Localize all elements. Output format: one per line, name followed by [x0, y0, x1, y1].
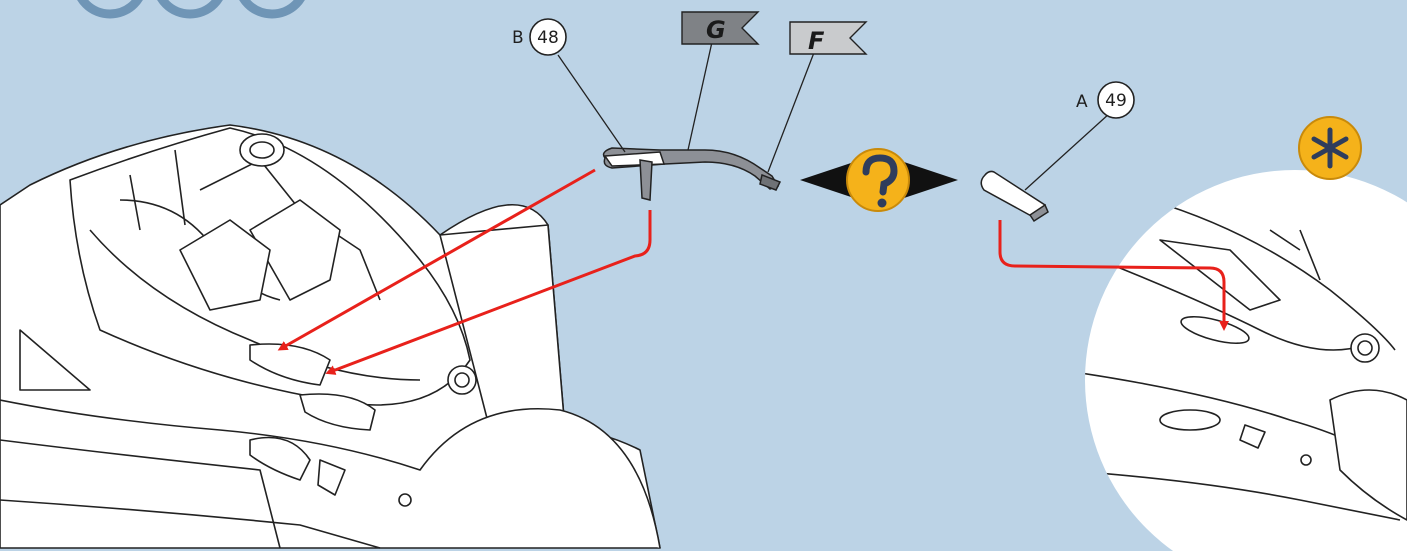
callout-number-49: 49	[1105, 91, 1127, 111]
callout-b48: B 48	[512, 19, 566, 55]
flag-g: G	[682, 12, 758, 44]
flag-g-label: G	[706, 16, 726, 44]
flag-f-label: F	[808, 27, 825, 55]
callout-letter-a: A	[1076, 92, 1088, 112]
question-mark-icon	[847, 149, 909, 211]
part-b48	[604, 148, 780, 200]
right-cockpit-detail	[1060, 160, 1407, 551]
callout-number-48: 48	[537, 28, 559, 48]
partial-circles	[76, 0, 306, 14]
asterisk-icon	[1299, 117, 1361, 179]
callout-letter-b: B	[512, 28, 524, 48]
alternative-indicator	[800, 149, 958, 211]
flag-f: F	[790, 22, 866, 55]
callout-a49: A 49	[1076, 82, 1134, 118]
